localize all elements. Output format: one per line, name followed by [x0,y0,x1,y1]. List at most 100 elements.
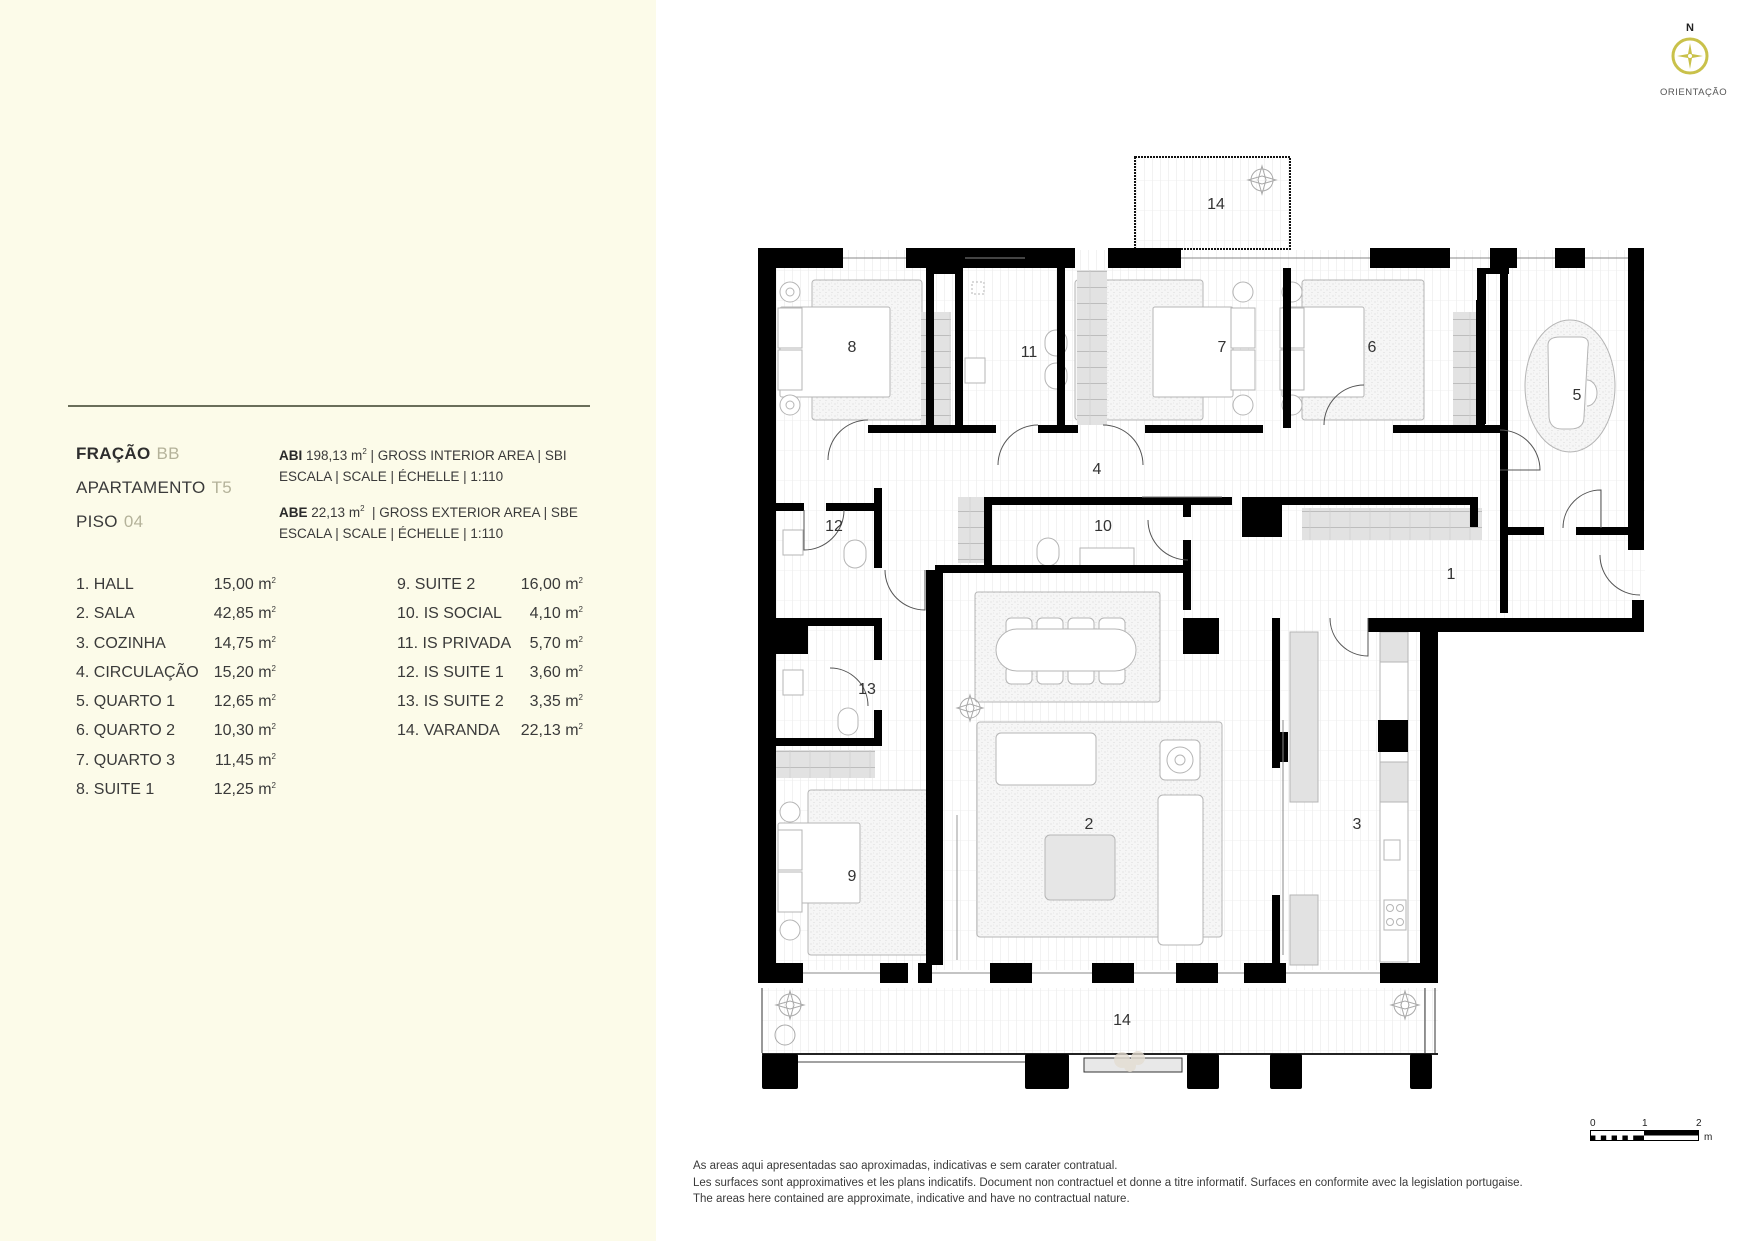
compass: N ORIENTAÇÃO [1660,22,1728,98]
room-area: 22,13 m [520,722,579,740]
room-row: 9. SUITE 2 16,00 m2 [397,576,583,605]
sup: 2 [362,447,367,456]
room-area: 15,20 m [213,663,272,681]
scale-bar: 0 1 2 m [1590,1118,1730,1150]
room-name: 8. SUITE 1 [76,781,155,799]
sup: 2 [271,634,276,644]
scale-bar-graphic [1590,1130,1699,1141]
room-area: 16,00 m [520,576,579,593]
scale-unit: m [1704,1132,1713,1143]
room-label-14-top: 14 [1207,196,1225,213]
sup: 2 [271,576,276,585]
room-area: 12,25 m [213,781,272,799]
room-name: 2. SALA [76,605,135,623]
sup: 2 [578,722,583,732]
floor-value: 04 [123,512,144,531]
room-label-12: 12 [825,518,843,535]
room-label-14-bottom: 14 [1113,1012,1131,1029]
room-row: 5. QUARTO 1 12,65 m2 [76,693,276,722]
room-label-2: 2 [1084,816,1094,833]
windows [803,257,1628,974]
sup: 2 [271,693,276,703]
room-area: 14,75 m [213,634,272,652]
bottom-balcony [761,988,1438,1089]
room-name: 5. QUARTO 1 [76,693,175,711]
room-area: 15,00 m [213,576,272,593]
sup: 2 [578,663,583,673]
room-row: 1. HALL 15,00 m2 [76,576,276,605]
room-name: 6. QUARTO 2 [76,722,175,740]
sup: 2 [271,722,276,732]
room-label-1: 1 [1446,566,1456,583]
plant-icons [774,164,1421,1046]
abi-scale: ESCALA | SCALE | ÉCHELLE | 1:110 [279,469,504,484]
top-balcony [1134,156,1291,250]
fraction-row: FRAÇÃO BB [76,444,232,478]
room-area: 11,45 m [214,751,272,769]
room-name: 3. COZINHA [76,634,166,652]
room-label-11: 11 [1020,344,1038,361]
north-label: N [1686,22,1694,34]
abe-desc: | GROSS EXTERIOR AREA | SBE [364,505,578,520]
room-name: 13. IS SUITE 2 [397,693,504,711]
room-row: 12. IS SUITE 1 3,60 m2 [397,664,583,693]
room-label-10: 10 [1094,518,1112,535]
room-area: 3,60 m [529,663,579,681]
disclaimer: As areas aqui apresentadas sao aproximad… [693,1158,1523,1208]
room-name: 14. VARANDA [397,722,500,740]
sup: 2 [271,663,276,673]
sup: 2 [360,504,365,513]
disclaimer-pt: As areas aqui apresentadas sao aproximad… [693,1160,1118,1172]
room-name: 9. SUITE 2 [397,576,476,593]
room-label-7: 7 [1217,339,1227,356]
room-row: 3. COZINHA 14,75 m2 [76,635,276,664]
room-label-13: 13 [858,681,876,698]
room-name: 7. QUARTO 3 [76,751,175,769]
fraction-label: FRAÇÃO [76,444,151,463]
abe-value: 22,13 m [311,505,361,520]
furniture [775,270,1616,966]
orientation-label: ORIENTAÇÃO [1660,87,1728,98]
abe-label: ABE [279,505,308,520]
abi-label: ABI [279,448,303,463]
room-name: 1. HALL [76,576,134,593]
doors [803,384,1641,955]
sup: 2 [578,605,583,615]
scale-tick-1: 1 [1642,1118,1648,1129]
abe-block: ABE 22,13 m2 | GROSS EXTERIOR AREA | SBE… [279,502,578,544]
sup: 2 [578,576,583,585]
room-name: 4. CIRCULAÇÃO [76,663,199,681]
abe-scale: ESCALA | SCALE | ÉCHELLE | 1:110 [279,526,504,541]
room-name: 10. IS SOCIAL [397,605,502,623]
type-label: APARTAMENTO [76,478,206,497]
room-row: 14. VARANDA 22,13 m2 [397,722,583,751]
sup: 2 [271,751,276,761]
disclaimer-fr: Les surfaces sont approximatives et les … [693,1176,1523,1189]
abi-block: ABI 198,13 m2 | GROSS INTERIOR AREA | SB… [279,445,578,487]
fraction-value: BB [156,444,180,463]
sup: 2 [578,693,583,703]
disclaimer-en: The areas here contained are approximate… [693,1193,1130,1205]
room-row: 8. SUITE 1 12,25 m2 [76,781,276,810]
room-name: 12. IS SUITE 1 [397,663,504,681]
room-label-9: 9 [847,868,857,885]
room-row: 4. CIRCULAÇÃO 15,20 m2 [76,664,276,693]
sup: 2 [271,781,276,791]
room-area: 12,65 m [213,693,272,711]
room-name: 11. IS PRIVADA [397,634,512,652]
floor-label: PISO [76,512,118,531]
divider-line [68,405,590,407]
sup: 2 [578,634,583,644]
floor-row: PISO 04 [76,512,232,546]
room-label-3: 3 [1352,816,1362,833]
